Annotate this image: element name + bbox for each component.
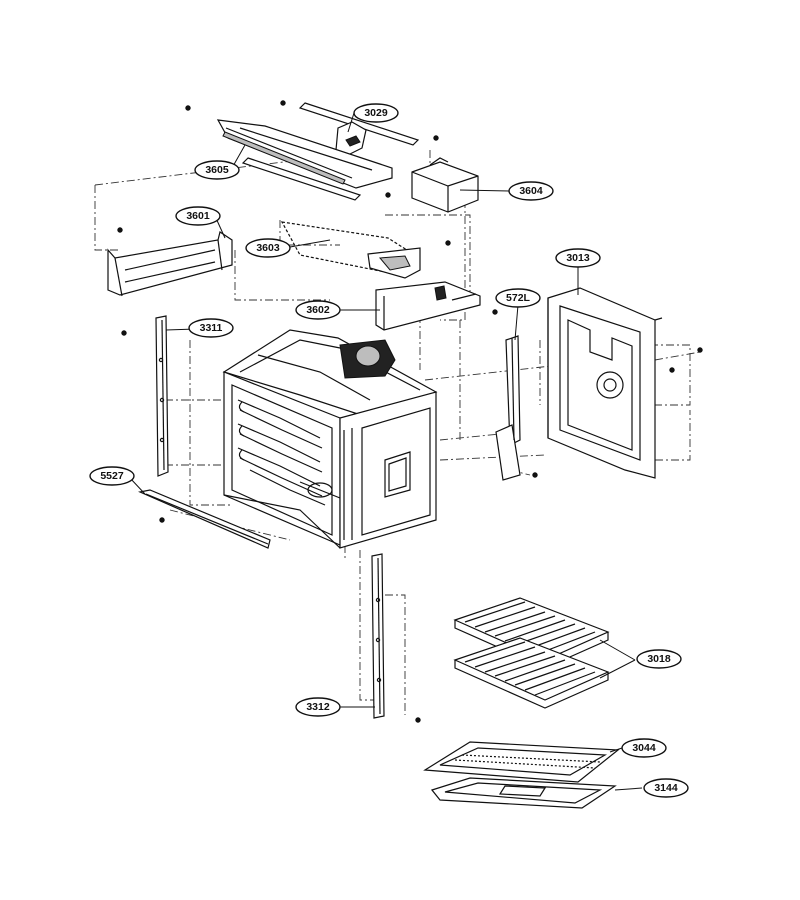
tag-3605-label: 3605 [205,164,229,176]
tag-3602[interactable]: 3602 [295,300,341,320]
tag-3604[interactable]: 3604 [508,181,554,201]
label-leader-lines [129,112,643,791]
tag-3044[interactable]: 3044 [621,738,667,758]
part-3603-duct-panel [280,221,421,279]
tag-3018-label: 3018 [647,653,671,665]
assembly-guide-lines [94,150,701,715]
part-572L-side-bracket [495,335,521,481]
part-3604-control-box [411,157,479,213]
tag-572L[interactable]: 572L [495,288,541,308]
tag-3605[interactable]: 3605 [194,160,240,180]
part-3018-oven-racks [453,597,610,709]
tag-3603-label: 3603 [256,242,280,254]
part-3013-rear-wall [547,287,663,479]
tag-3144-label: 3144 [654,782,678,794]
tag-3013[interactable]: 3013 [555,248,601,268]
part-5527-bottom-rail [138,489,271,549]
tag-3601[interactable]: 3601 [175,206,221,226]
tag-3601-label: 3601 [186,210,210,222]
part-3044-broil-pan-grid [423,741,620,783]
part-3144-broil-pan [430,777,617,809]
tag-3144[interactable]: 3144 [643,778,689,798]
tag-3311-label: 3311 [200,322,223,334]
part-3312-right-side-rail [371,553,385,719]
part-3311-left-side-rail [155,315,169,477]
tag-3602-label: 3602 [306,304,330,316]
oven-cavity-body [222,329,438,549]
part-3029-top-trim [241,102,420,201]
tag-3312-label: 3312 [306,701,330,713]
part-3601-rear-bracket [107,231,233,297]
tag-5527-label: 5527 [100,470,124,482]
tag-3604-label: 3604 [519,185,543,197]
screw-fasteners [117,100,703,723]
tag-3013-label: 3013 [566,252,590,264]
tag-3029-label: 3029 [364,107,388,119]
part-3602-rear-panel [375,281,481,331]
tag-3018[interactable]: 3018 [636,649,682,669]
tag-3044-label: 3044 [632,742,656,754]
tag-572L-label: 572L [506,292,531,304]
part-3605-top-vent [216,119,393,189]
tag-3312[interactable]: 3312 [295,697,341,717]
tag-3603[interactable]: 3603 [245,238,291,258]
tag-5527[interactable]: 5527 [89,466,135,486]
tag-3311[interactable]: 3311 [188,318,234,338]
tag-3029[interactable]: 3029 [353,103,399,123]
